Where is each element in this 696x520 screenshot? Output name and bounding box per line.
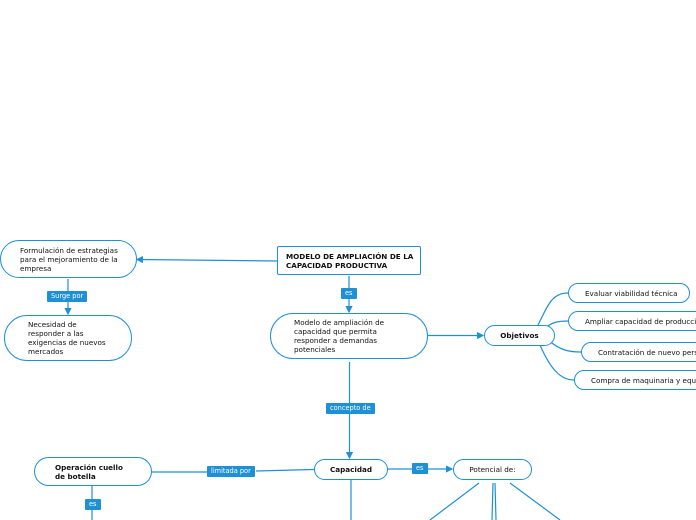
node-objetivo-contratacion-text: Contratación de nuevo personal <box>598 347 696 357</box>
node-objetivos[interactable]: Objetivos <box>484 325 555 346</box>
node-capacidad[interactable]: Capacidad <box>314 459 388 480</box>
node-objetivo-contratacion[interactable]: Contratación de nuevo personal <box>581 342 696 362</box>
node-necesidad-text: Necesidad de responder a las exigencias … <box>28 320 106 356</box>
node-capacidad-text: Capacidad <box>330 465 372 474</box>
node-objetivo-ampliar[interactable]: Ampliar capacidad de producción <box>568 311 696 331</box>
link-label-es-operacion: es <box>85 499 101 510</box>
node-operacion-text: Operación cuello de botella <box>55 462 123 481</box>
edge-potencial-right <box>509 482 561 520</box>
edge-main-formulacion <box>135 255 278 264</box>
node-modelo-text: Modelo de ampliación de capacidad que pe… <box>294 318 385 354</box>
node-potencial-text: Potencial de: <box>469 465 516 474</box>
link-label-limitada-por: limitada por <box>207 466 255 477</box>
node-operacion[interactable]: Operación cuello de botella <box>34 457 152 486</box>
node-objetivo-compra[interactable]: Compra de maquinaria y equipo <box>574 370 696 390</box>
node-potencial[interactable]: Potencial de: <box>453 459 532 480</box>
edge-objetivos-obj1 <box>537 292 569 326</box>
link-label-es: es <box>341 288 357 299</box>
node-modelo[interactable]: Modelo de ampliación de capacidad que pe… <box>270 313 428 359</box>
node-objetivo-compra-text: Compra de maquinaria y equipo <box>591 375 696 385</box>
edge-potencial-left <box>429 482 480 520</box>
link-label-surge-por: Surge por <box>47 291 88 302</box>
link-label-concepto-de: concepto de <box>326 403 375 414</box>
node-formulacion[interactable]: Formulación de estrategias para el mejor… <box>0 240 137 278</box>
node-objetivo-viabilidad-text: Evaluar viabilidad técnica <box>585 288 678 298</box>
node-main-title[interactable]: MODELO DE AMPLIACIÓN DE LA CAPACIDAD PRO… <box>277 246 421 275</box>
edge-limitada-capacidad <box>255 468 315 472</box>
node-objetivo-viabilidad[interactable]: Evaluar viabilidad técnica <box>568 283 690 303</box>
node-main-title-text: MODELO DE AMPLIACIÓN DE LA CAPACIDAD PRO… <box>286 251 414 270</box>
edge-potencial-mid1 <box>491 482 494 520</box>
node-necesidad[interactable]: Necesidad de responder a las exigencias … <box>4 315 132 361</box>
node-formulacion-text: Formulación de estrategias para el mejor… <box>20 245 118 273</box>
node-objetivos-text: Objetivos <box>500 331 539 340</box>
node-objetivo-ampliar-text: Ampliar capacidad de producción <box>585 316 696 326</box>
edge-objetivos-obj3 <box>547 339 582 353</box>
edge-potencial-mid2 <box>494 482 497 520</box>
link-label-es-potencial: es <box>412 463 428 474</box>
edge-objetivos-obj4 <box>539 344 575 381</box>
